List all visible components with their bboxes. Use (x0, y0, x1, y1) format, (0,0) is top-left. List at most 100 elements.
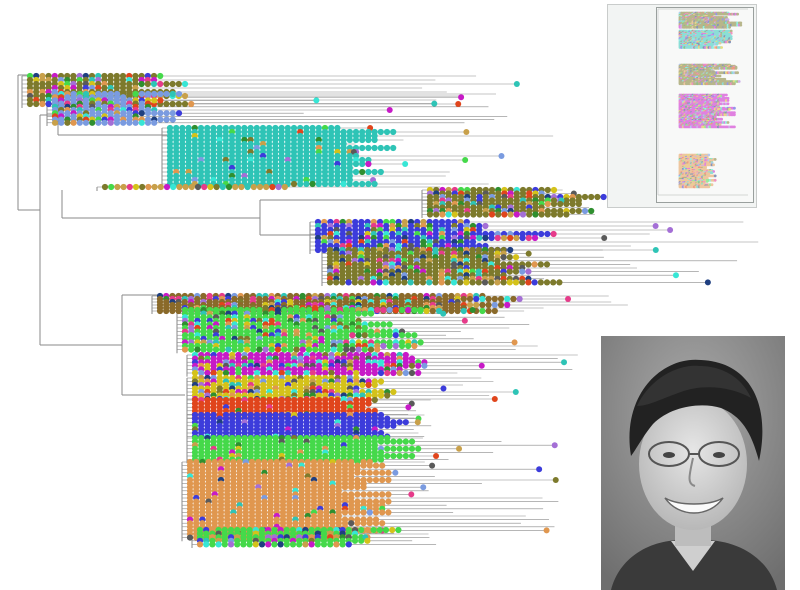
leaf-node (367, 346, 375, 353)
leaf-node (575, 200, 582, 208)
leaf-node (455, 101, 462, 107)
leaf-node (89, 119, 96, 126)
leaf-node (371, 381, 378, 389)
leaf-node (101, 183, 109, 191)
leaf-node (408, 369, 416, 377)
leaf-node (581, 207, 589, 215)
leaf-node (510, 295, 517, 303)
leaf-node (64, 119, 71, 126)
leaf-node (537, 279, 544, 286)
leaf-node (150, 80, 158, 88)
leaf-node (402, 369, 409, 377)
leaf-node (377, 378, 385, 385)
leaf-node (556, 279, 563, 286)
leaf-node (256, 183, 264, 191)
leaf-node (212, 346, 220, 353)
leaf-node (372, 462, 380, 469)
leaf-node (704, 279, 711, 286)
leaf-node (275, 183, 282, 191)
leaf-node (371, 136, 378, 144)
leaf-node (198, 369, 205, 377)
leaf-node (415, 362, 422, 369)
leaf-node (360, 520, 367, 527)
leaf-node (466, 295, 474, 303)
leaf-node (495, 211, 502, 218)
leaf-node (365, 400, 372, 407)
leaf-node (253, 369, 261, 377)
leaf-node (324, 346, 331, 353)
leaf-node (348, 509, 355, 516)
leaf-node (402, 438, 409, 445)
leaf-node (169, 90, 176, 98)
leaf-node (402, 445, 409, 452)
leaf-node (272, 369, 279, 377)
leaf-node (352, 160, 360, 168)
leaf-node (512, 254, 520, 261)
leaf-node (188, 183, 195, 191)
leaf-node (544, 186, 551, 194)
overview-minimap[interactable] (607, 4, 757, 208)
leaf-node (396, 438, 403, 445)
leaf-node (95, 119, 102, 126)
leaf-node (395, 526, 402, 534)
leaf-node (322, 369, 329, 377)
leaf-node (351, 279, 358, 286)
leaf-node (390, 445, 397, 452)
leaf-node (365, 392, 372, 399)
leaf-node (328, 180, 335, 188)
leaf-node (460, 295, 467, 303)
leaf-node (374, 346, 381, 353)
leaf-node (157, 183, 164, 191)
leaf-node (438, 279, 445, 286)
leaf-node (431, 100, 438, 107)
leaf-node (120, 183, 127, 191)
leaf-node (461, 317, 468, 324)
leaf-node (371, 168, 378, 176)
leaf-node (82, 119, 90, 126)
leaf-node (485, 307, 492, 315)
leaf-node (491, 301, 498, 309)
leaf-node (396, 452, 403, 460)
leaf-node (377, 456, 385, 463)
leaf-nodes[interactable] (26, 72, 711, 548)
leaf-node (512, 389, 519, 395)
leaf-node (241, 369, 248, 377)
leaf-node (299, 346, 306, 353)
leaf-node (144, 119, 152, 126)
leaf-node (348, 484, 355, 491)
leaf-node (667, 227, 674, 233)
leaf-node (281, 346, 288, 353)
leaf-node (235, 369, 242, 377)
leaf-node (26, 100, 34, 108)
leaf-node (297, 369, 304, 377)
leaf-node (303, 369, 310, 377)
leaf-node (370, 279, 377, 286)
leaf-node (588, 207, 595, 215)
leaf-node (385, 509, 392, 516)
leaf-node (454, 307, 461, 315)
leaf-node (557, 200, 564, 208)
leaf-node (500, 279, 507, 286)
leaf-node (243, 346, 251, 353)
leaf-node (144, 80, 151, 88)
leaf-node (365, 381, 372, 389)
leaf-node (132, 90, 139, 98)
leaf-node (377, 438, 385, 445)
leaf-node (398, 342, 406, 350)
leaf-node (151, 97, 158, 104)
leaf-node (354, 484, 361, 491)
leaf-node (365, 160, 372, 168)
leaf-node (544, 230, 551, 238)
leaf-node (506, 279, 513, 286)
leaf-node (448, 307, 455, 315)
leaf-node (293, 346, 300, 353)
leaf-node (398, 306, 406, 314)
leaf-node (386, 321, 393, 328)
leaf-node (563, 211, 570, 218)
leaf-node (372, 520, 380, 527)
leaf-node (341, 509, 349, 516)
leaf-node (284, 369, 292, 377)
leaf-node (433, 453, 440, 459)
leaf-node (433, 211, 440, 218)
